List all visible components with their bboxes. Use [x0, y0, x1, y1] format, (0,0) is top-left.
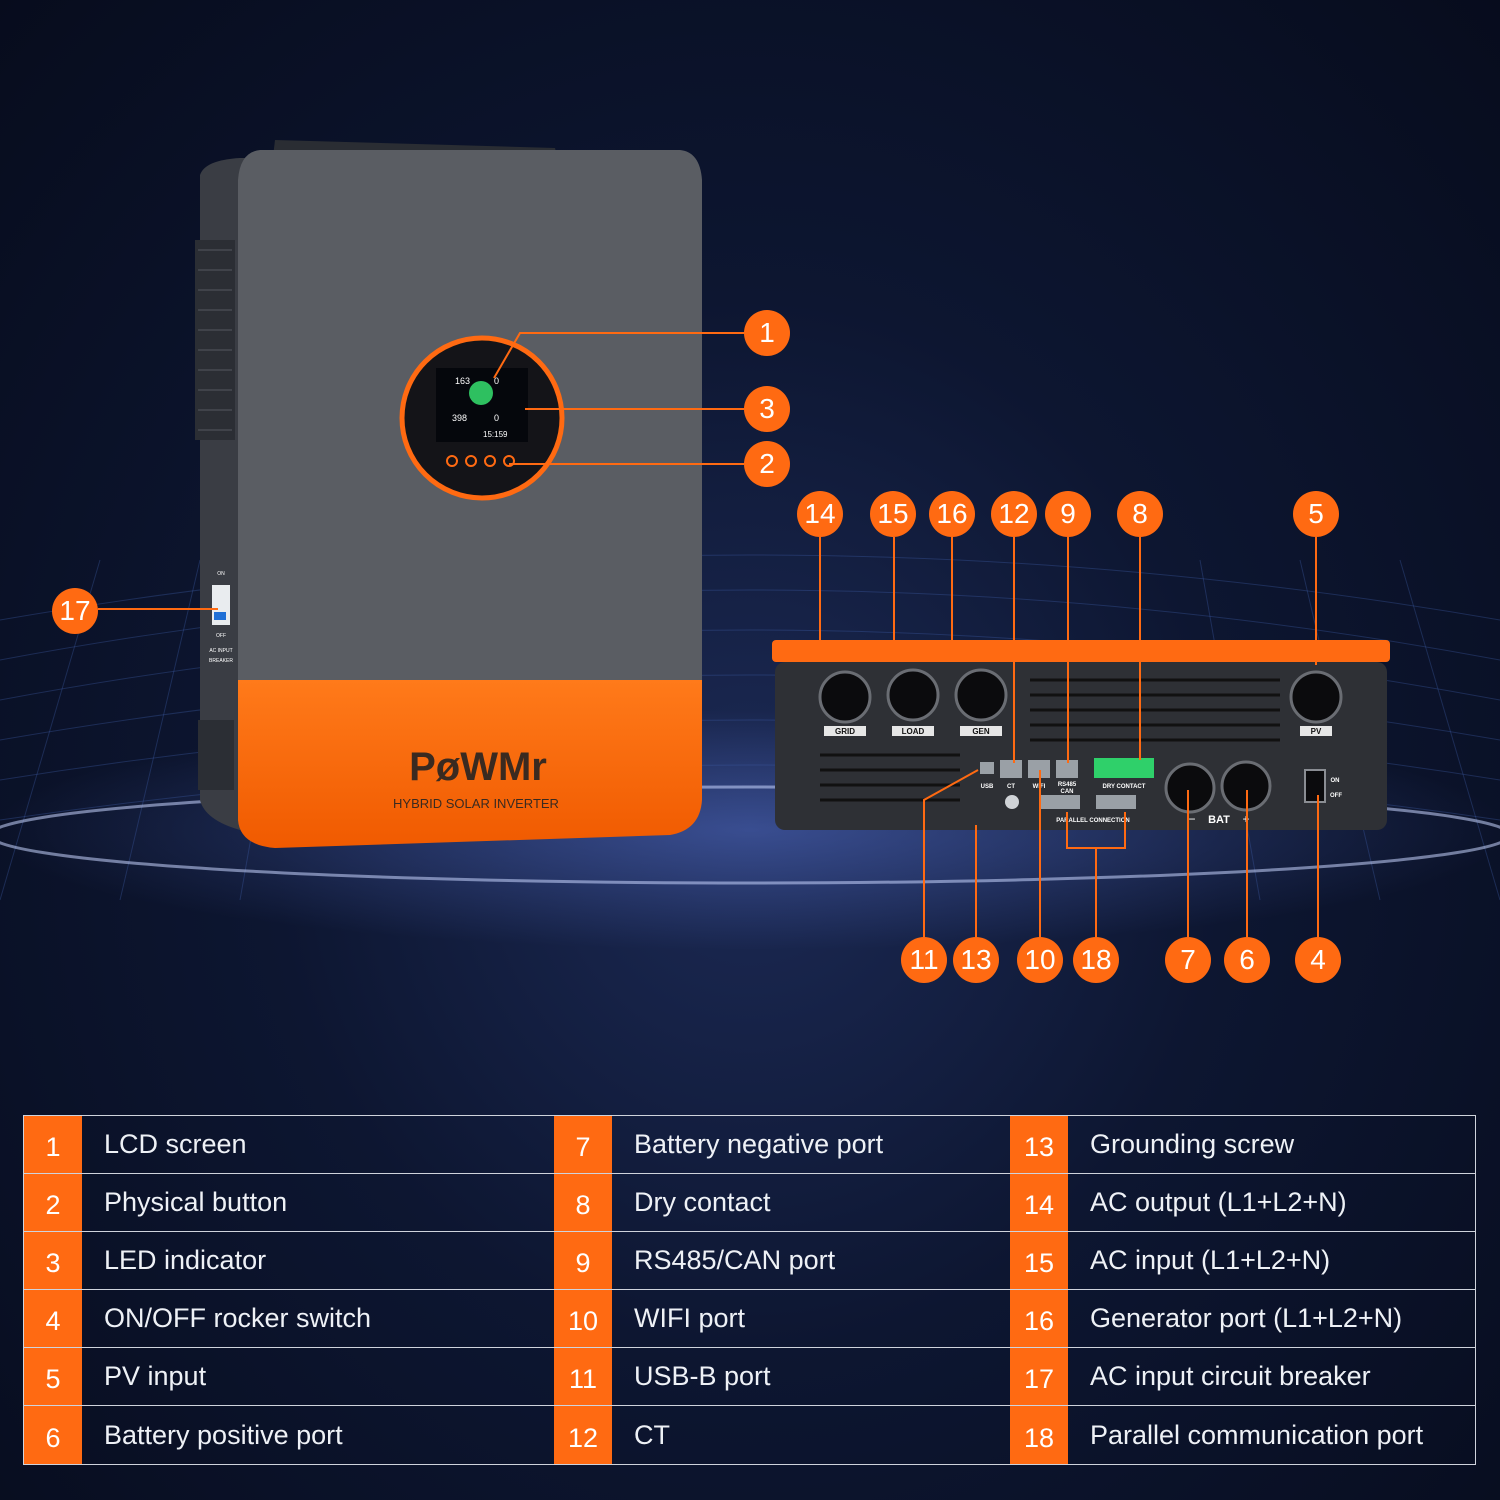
callout-5: 5 [1293, 491, 1339, 537]
legend-label: AC input (L1+L2+N) [1068, 1232, 1475, 1290]
lcd-readout-3: 398 [452, 413, 467, 423]
legend-num: 1 [24, 1116, 82, 1174]
load-port-label: LOAD [902, 727, 925, 736]
legend-label: AC input circuit breaker [1068, 1348, 1475, 1406]
legend-label: RS485/CAN port [612, 1232, 1010, 1290]
usb-label: USB [981, 784, 994, 790]
legend-label: USB-B port [612, 1348, 1010, 1406]
legend-num: 5 [24, 1348, 82, 1406]
inverter-bottom-panel [772, 640, 1390, 830]
legend-num: 11 [554, 1348, 612, 1406]
callout-2: 2 [744, 441, 790, 487]
legend-label: PV input [82, 1348, 554, 1406]
legend-num: 14 [1010, 1174, 1068, 1232]
legend-label: LED indicator [82, 1232, 554, 1290]
pv-port-label: PV [1311, 727, 1322, 736]
callout-15: 15 [870, 491, 916, 537]
legend-num: 9 [554, 1232, 612, 1290]
switch-off-label: OFF [1330, 793, 1342, 799]
legend-num: 8 [554, 1174, 612, 1232]
gen-port-label: GEN [972, 727, 990, 736]
legend-label: CT [634, 1419, 670, 1450]
lcd-readout-2: 0 [494, 376, 499, 386]
callout-9: 9 [1045, 491, 1091, 537]
bat-minus-sign: − [1188, 812, 1195, 826]
callout-17: 17 [52, 588, 98, 634]
legend-num: 16 [1010, 1290, 1068, 1348]
callout-13: 13 [953, 937, 999, 983]
breaker-on-text: ON [217, 571, 225, 577]
legend-table: 1 LCD screen 7 Battery negative port 13 … [23, 1115, 1476, 1465]
dry-contact-label: DRY CONTACT [1103, 784, 1146, 790]
lcd-readout-5: 15:159 [483, 430, 508, 439]
product-illustration: PøWMr HYBRID SOLAR INVERTER ON OFF AC IN… [0, 140, 1500, 983]
callout-10: 10 [1017, 937, 1063, 983]
callout-12: 12 [991, 491, 1037, 537]
can-label: CAN [1061, 789, 1074, 795]
inverter-drawing: PøWMr HYBRID SOLAR INVERTER ON OFF AC IN… [0, 140, 1500, 950]
callout-18: 18 [1073, 937, 1119, 983]
callout-4: 4 [1295, 937, 1341, 983]
ct-label: CT [1007, 784, 1015, 790]
inverter-front [195, 140, 702, 848]
legend-num: 13 [1010, 1116, 1068, 1174]
legend-label: AC output (L1+L2+N) [1068, 1174, 1475, 1232]
legend-label: Battery positive port [104, 1419, 343, 1450]
legend-label: Parallel communication port [1090, 1419, 1424, 1450]
breaker-off-text: OFF [216, 633, 226, 639]
parallel-connection-label: PARALLEL CONNECTION [1056, 818, 1129, 824]
lcd-readout-1: 163 [455, 376, 470, 386]
callout-3: 3 [744, 386, 790, 432]
callout-11: 11 [901, 937, 947, 983]
callout-lines [98, 332, 1319, 937]
legend-label: Grounding screw [1068, 1116, 1475, 1174]
legend-num: 4 [24, 1290, 82, 1348]
legend-label: ON/OFF rocker switch [82, 1290, 554, 1348]
legend-label: Physical button [82, 1174, 554, 1232]
legend-num: 18 [1010, 1406, 1068, 1464]
callout-6: 6 [1224, 937, 1270, 983]
callout-8: 8 [1117, 491, 1163, 537]
rs485-label: RS485 [1058, 782, 1077, 788]
brand-logo: PøWMr [409, 745, 547, 789]
floor-ring [0, 785, 1500, 885]
legend-num: 15 [1010, 1232, 1068, 1290]
legend-num: 6 [24, 1406, 82, 1464]
callout-1: 1 [744, 310, 790, 356]
legend-label: Dry contact [612, 1174, 1010, 1232]
legend-label: LCD screen [82, 1116, 554, 1174]
legend-label: WIFI port [612, 1290, 1010, 1348]
legend-num: 10 [554, 1290, 612, 1348]
product-subtitle: HYBRID SOLAR INVERTER [393, 796, 559, 811]
lcd-readout-4: 0 [494, 413, 499, 423]
legend-num: 7 [554, 1116, 612, 1174]
breaker-caption-2: BREAKER [209, 658, 233, 664]
legend-label: Generator port (L1+L2+N) [1068, 1290, 1475, 1348]
bat-label: BAT [1208, 814, 1230, 826]
legend-num: 2 [24, 1174, 82, 1232]
legend-num: 17 [1010, 1348, 1068, 1406]
breaker-caption-1: AC INPUT [209, 648, 232, 654]
callout-14: 14 [797, 491, 843, 537]
legend-num: 3 [24, 1232, 82, 1290]
callout-7: 7 [1165, 937, 1211, 983]
legend-num: 12 [554, 1406, 612, 1464]
callout-16: 16 [929, 491, 975, 537]
switch-on-label: ON [1331, 778, 1340, 784]
legend-label: Battery negative port [612, 1116, 1010, 1174]
grid-port-label: GRID [835, 727, 855, 736]
